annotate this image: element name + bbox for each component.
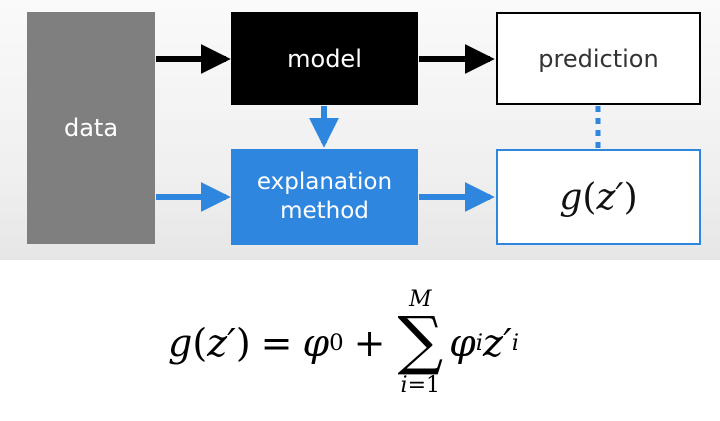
diagram-slide: data model prediction explanation method… xyxy=(0,0,720,260)
formula-term-z: z′ xyxy=(483,321,512,365)
formula-term-phi-subscript: i xyxy=(475,330,484,356)
g-fn: g xyxy=(559,176,583,218)
g-close-paren: ) xyxy=(623,176,638,218)
summation-lower-limit: i=1 xyxy=(400,372,441,398)
formula-phi-subscript: 0 xyxy=(329,330,344,356)
data-node: data xyxy=(27,12,155,244)
summation-sign: ∑ xyxy=(397,304,444,379)
explanation-method-node: explanation method xyxy=(231,149,418,245)
formula-lhs-fn: g xyxy=(168,321,193,365)
g-arg: z′ xyxy=(596,176,624,218)
prediction-node: prediction xyxy=(496,12,701,105)
g-open-paren: ( xyxy=(582,176,597,218)
arrow-layer xyxy=(156,44,601,212)
formula-term-phi: φ xyxy=(449,321,476,365)
summation-index: i xyxy=(400,372,408,398)
data-label: data xyxy=(63,114,119,142)
formula-lhs-open: ( xyxy=(192,321,208,365)
formula-term-z-subscript: i xyxy=(511,330,519,356)
summation-upper-limit: M xyxy=(409,287,432,313)
formula-lhs-arg: z′ xyxy=(207,321,236,365)
g-function-node: g(z′) xyxy=(496,149,701,245)
summation-start: =1 xyxy=(407,372,441,398)
summation: M ∑ i=1 xyxy=(397,289,443,397)
formula-plus: + xyxy=(353,321,386,365)
model-label: model xyxy=(287,44,362,73)
prediction-label: prediction xyxy=(538,44,659,73)
formula-phi: φ xyxy=(302,321,330,365)
model-node: model xyxy=(231,12,418,105)
explanation-label-line1: explanation xyxy=(256,169,393,196)
g-function-label: g(z′) xyxy=(559,175,637,220)
explanation-label-line2: method xyxy=(280,198,369,224)
formula-equals: = xyxy=(260,321,293,365)
formula-lhs-close: ) xyxy=(235,321,251,365)
